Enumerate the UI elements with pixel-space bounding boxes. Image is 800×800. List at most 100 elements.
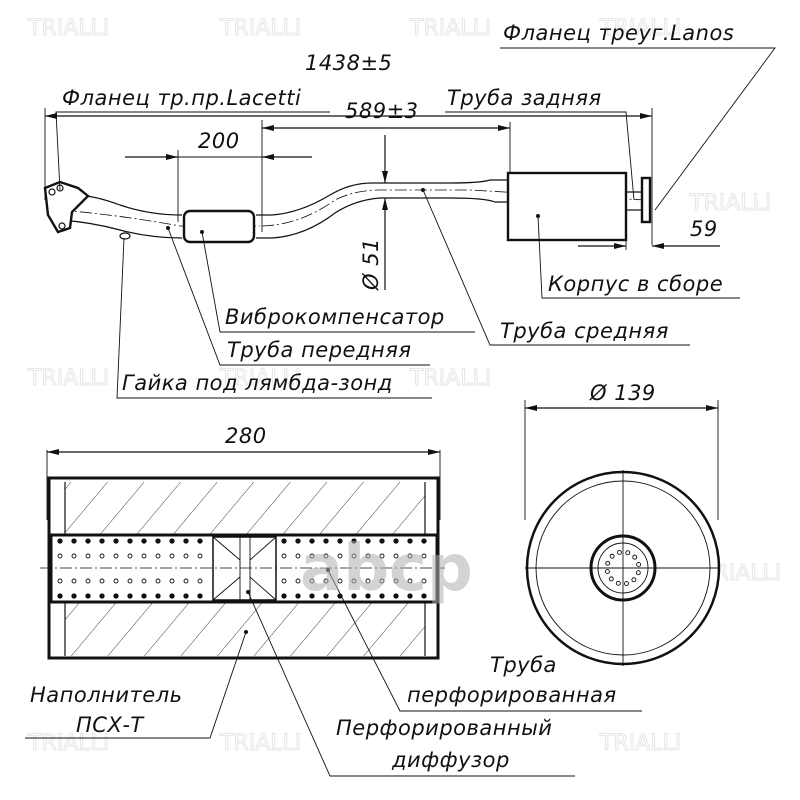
perforation-hole (407, 578, 413, 584)
end-hole (631, 577, 637, 583)
end-hole (615, 580, 621, 586)
perforation-hole (295, 578, 301, 584)
perforation-hole (197, 538, 203, 544)
perforation-hole (295, 593, 301, 599)
muffler-housing (506, 171, 628, 242)
label-housing: Корпус в сборе (548, 272, 723, 296)
perforation-hole (351, 538, 357, 544)
perforation-holes (57, 538, 427, 599)
label-filler-2: ПСХ-Т (76, 713, 145, 737)
perforation-hole (99, 578, 105, 584)
perforation-hole (141, 593, 147, 599)
perforation-hole (421, 553, 427, 559)
pipe-diameter: Ø 51 (359, 238, 383, 291)
svg-text:TRIALLI: TRIALLI (27, 731, 109, 756)
end-hole (624, 581, 629, 587)
perforation-hole (393, 553, 399, 559)
perforation-hole (295, 553, 301, 559)
lacetti-flange (43, 180, 90, 234)
section-diameter: Ø 139 (589, 381, 656, 405)
svg-text:TRIALLI: TRIALLI (599, 731, 681, 756)
perforation-hole (141, 553, 147, 559)
perforation-hole (365, 578, 371, 584)
lanos-flange (640, 176, 652, 224)
perforation-hole (379, 593, 385, 599)
lambda-nut (119, 232, 131, 240)
perforation-hole (85, 578, 91, 584)
perforated-diffuser (212, 536, 277, 601)
perforation-hole (71, 593, 77, 599)
perforation-hole (337, 553, 343, 559)
svg-text:TRIALLI: TRIALLI (409, 366, 491, 391)
perforation-hole (407, 538, 413, 544)
perforation-hole (127, 553, 133, 559)
perforation-hole (155, 593, 161, 599)
end-hole (608, 576, 614, 582)
label-perf-pipe-1: Труба (490, 653, 557, 677)
perforation-hole (281, 553, 287, 559)
perforation-hole (99, 593, 105, 599)
perforation-hole (197, 578, 203, 584)
end-hole (625, 550, 631, 556)
perforation-hole (169, 538, 175, 544)
perforation-hole (281, 538, 287, 544)
end-hole (617, 549, 622, 555)
perforation-hole (379, 553, 385, 559)
svg-text:TRIALLI: TRIALLI (409, 16, 491, 41)
perforation-hole (281, 578, 287, 584)
perforation-hole (407, 593, 413, 599)
perforation-hole (309, 593, 315, 599)
label-diffuser-2: диффузор (391, 748, 510, 772)
end-hole (636, 562, 642, 567)
label-front-pipe: Труба передняя (227, 338, 412, 362)
perforation-hole (323, 538, 329, 544)
perforation-hole (169, 553, 175, 559)
label-diffuser-1: Перфорированный (336, 716, 552, 740)
perforation-hole (113, 593, 119, 599)
perforation-hole (407, 553, 413, 559)
overall-length: 1438±5 (305, 51, 392, 75)
svg-text:TRIALLI: TRIALLI (599, 16, 681, 41)
perforation-hole (323, 578, 329, 584)
perforation-hole (393, 593, 399, 599)
assembly-view: 1438±5 589±3 200 Ø 51 59 Фланец треуг.La… (43, 21, 776, 399)
end-hole (604, 569, 610, 574)
perforation-hole (113, 578, 119, 584)
perforation-hole (323, 553, 329, 559)
perforation-hole (183, 578, 189, 584)
perforation-hole (281, 593, 287, 599)
perforation-hole (197, 553, 203, 559)
svg-text:TRIALLI: TRIALLI (689, 191, 771, 216)
perforation-hole (323, 593, 329, 599)
perforation-hole (57, 593, 63, 599)
end-hole (609, 553, 615, 559)
end-hole (635, 570, 641, 576)
perforation-hole (351, 553, 357, 559)
rear-offset: 59 (690, 217, 718, 241)
perforation-hole (197, 593, 203, 599)
perforation-hole (113, 553, 119, 559)
label-lambda-nut: Гайка под лямбда-зонд (122, 371, 393, 395)
perforation-hole (337, 538, 343, 544)
perforation-hole (421, 593, 427, 599)
perforation-hole (155, 553, 161, 559)
abcp-watermark: abcp (300, 532, 473, 606)
perforation-hole (71, 578, 77, 584)
label-flange-lanos: Фланец треуг.Lanos (503, 21, 734, 45)
svg-text:TRIALLI: TRIALLI (219, 366, 301, 391)
perforation-hole (57, 538, 63, 544)
perforation-hole (71, 553, 77, 559)
perforation-hole (309, 538, 315, 544)
muffler-section-view: 280 Ø 139 Наполнитель ПСХ-Т Труба перфор… (25, 381, 721, 777)
perforation-hole (141, 578, 147, 584)
perforation-hole (365, 553, 371, 559)
label-filler-1: Наполнитель (30, 683, 183, 707)
perforation-hole (85, 538, 91, 544)
perforation-hole (155, 538, 161, 544)
label-vibro: Виброкомпенсатор (225, 305, 445, 329)
vibro-length: 200 (198, 129, 240, 153)
perforation-hole (169, 578, 175, 584)
label-flange-lacetti: Фланец тр.пр.Lacetti (62, 86, 301, 110)
